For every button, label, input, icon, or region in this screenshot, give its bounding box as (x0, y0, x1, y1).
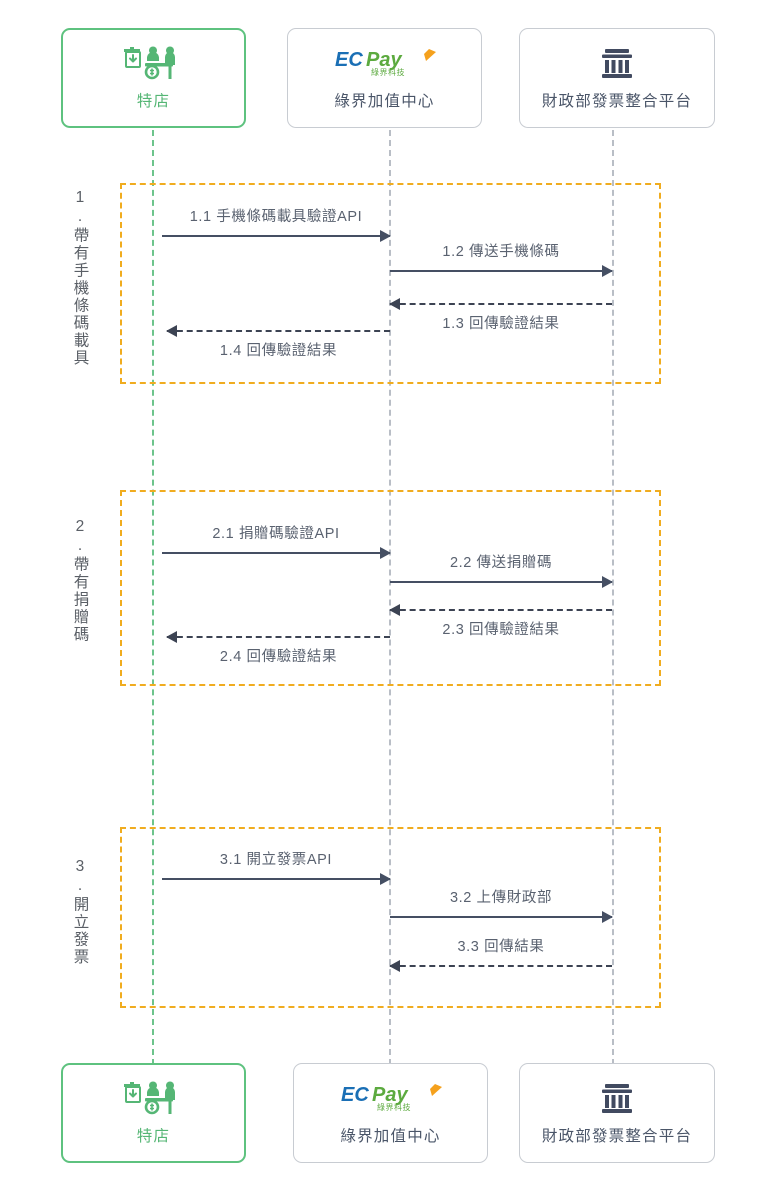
message-line (390, 581, 612, 583)
actor-box-mof-bottom[interactable]: 財政部發票整合平台 (519, 1063, 715, 1163)
arrow-head-right-icon (602, 576, 613, 588)
arrow-head-left-icon (166, 631, 177, 643)
ecpay-logo-icon: EC Pay 綠界科技 (339, 1081, 443, 1115)
actor-box-ecpay-bottom[interactable]: EC Pay 綠界科技 綠界加值中心 (293, 1063, 488, 1163)
message-line (162, 235, 390, 237)
section-frame-1 (120, 183, 661, 384)
message-caption: 2.4 回傳驗證結果 (219, 649, 338, 665)
arrow-head-right-icon (380, 230, 391, 242)
svg-text:Pay: Pay (372, 1084, 408, 1106)
section-frame-2 (120, 490, 661, 686)
section-frame-3 (120, 827, 661, 1008)
actor-box-merchant-top[interactable]: 特店 (61, 28, 246, 128)
svg-text:綠界科技: 綠界科技 (377, 1102, 411, 1112)
ecpay-logo-icon: EC Pay 綠界科技 (333, 46, 437, 80)
svg-text:Pay: Pay (366, 49, 402, 71)
government-bank-icon (599, 1081, 635, 1115)
section-label-2: 2.帶有捐贈碼 (71, 518, 89, 644)
lifeline-ecpay (389, 130, 391, 1065)
actor-label-merchant-top: 特店 (136, 92, 171, 110)
lifeline-merchant (152, 130, 154, 1065)
actor-box-mof-top[interactable]: 財政部發票整合平台 (519, 28, 715, 128)
arrow-head-left-icon (389, 298, 400, 310)
arrow-head-right-icon (602, 911, 613, 923)
message-caption: 1.4 回傳驗證結果 (219, 343, 338, 359)
arrow-head-left-icon (389, 604, 400, 616)
message-caption: 1.1 手機條碼載具驗證API (189, 209, 363, 225)
svg-text:綠界科技: 綠界科技 (371, 67, 405, 77)
section-label-3: 3.開立發票 (71, 858, 89, 966)
message-caption: 2.1 捐贈碼驗證API (212, 526, 340, 542)
actor-label-mof-top: 財政部發票整合平台 (541, 92, 693, 110)
arrow-head-right-icon (602, 265, 613, 277)
lifeline-mof (612, 130, 614, 1065)
arrow-head-right-icon (380, 547, 391, 559)
message-caption: 1.3 回傳驗證結果 (442, 316, 560, 332)
actor-box-ecpay-top[interactable]: EC Pay 綠界科技 綠界加值中心 (287, 28, 482, 128)
message-line (390, 916, 612, 918)
arrow-head-right-icon (380, 873, 391, 885)
message-caption: 3.2 上傳財政部 (449, 890, 553, 906)
merchant-counter-icon (123, 1081, 185, 1115)
actor-label-ecpay-top: 綠界加值中心 (334, 92, 435, 110)
message-line (167, 636, 390, 638)
message-caption: 2.3 回傳驗證結果 (442, 622, 560, 638)
message-caption: 3.1 開立發票API (219, 852, 333, 868)
actor-label-merchant-bottom: 特店 (136, 1127, 171, 1145)
actor-label-mof-bottom: 財政部發票整合平台 (541, 1127, 693, 1145)
message-line (162, 878, 390, 880)
message-caption: 3.3 回傳結果 (457, 939, 545, 955)
arrow-head-left-icon (166, 325, 177, 337)
actor-box-merchant-bottom[interactable]: 特店 (61, 1063, 246, 1163)
message-line (167, 330, 390, 332)
arrow-head-left-icon (389, 960, 400, 972)
actor-label-ecpay-bottom: 綠界加值中心 (340, 1127, 441, 1145)
section-label-1: 1.帶有手機條碼載具 (71, 189, 89, 367)
message-caption: 1.2 傳送手機條碼 (442, 244, 560, 260)
svg-text:EC: EC (341, 1084, 369, 1106)
message-line (390, 303, 612, 305)
merchant-counter-icon (123, 46, 185, 80)
government-bank-icon (599, 46, 635, 80)
message-line (162, 552, 390, 554)
message-line (390, 965, 612, 967)
message-line (390, 270, 612, 272)
svg-text:EC: EC (335, 49, 363, 71)
message-line (390, 609, 612, 611)
message-caption: 2.2 傳送捐贈碼 (449, 555, 553, 571)
